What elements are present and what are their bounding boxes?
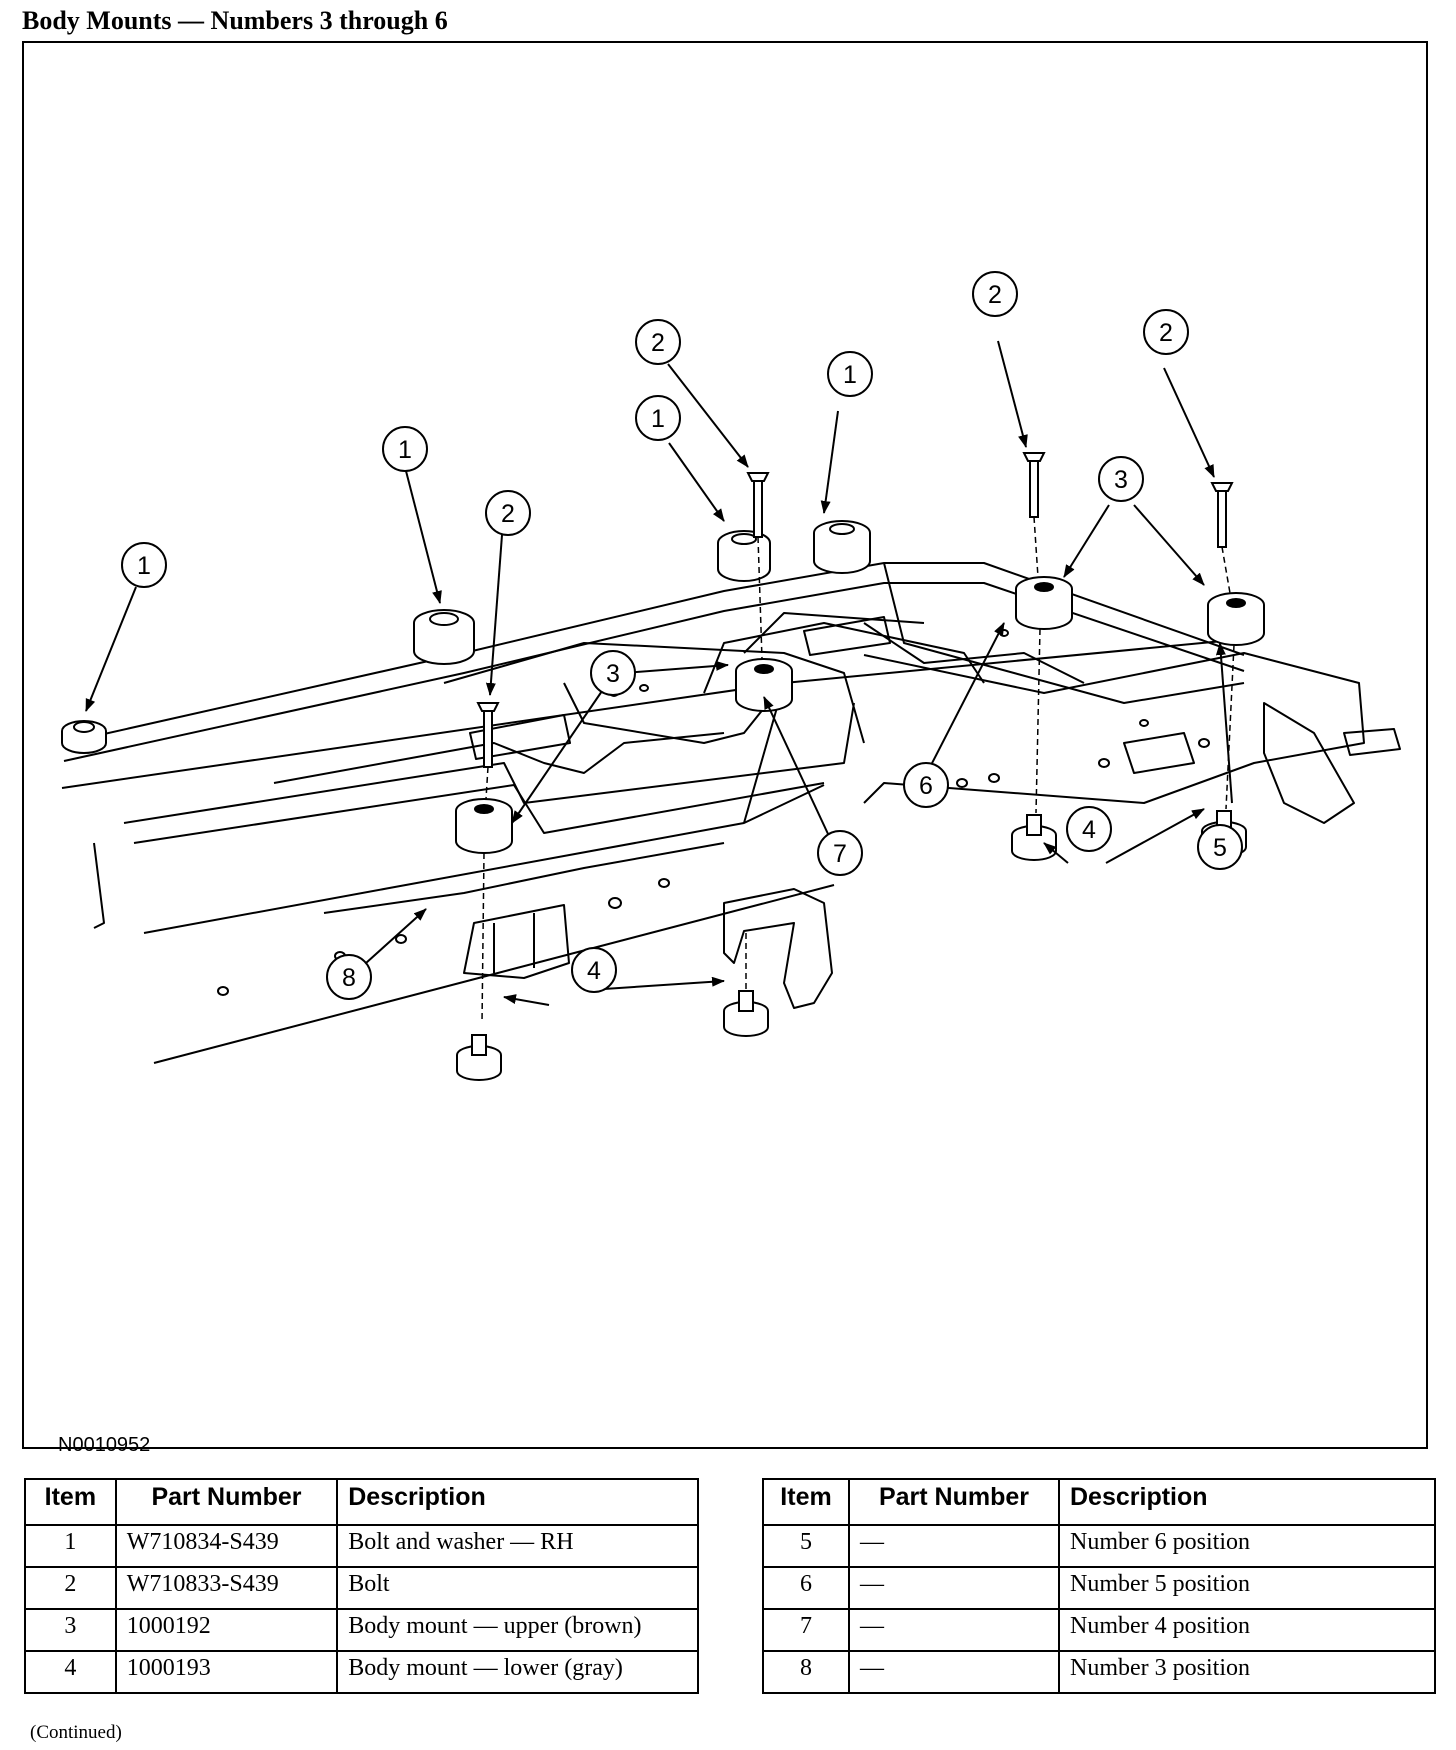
svg-text:4: 4 [1082, 816, 1096, 844]
callout-3: 3 [590, 650, 636, 696]
callout-1: 1 [382, 426, 428, 472]
callout-3: 3 [1098, 456, 1144, 502]
svg-text:2: 2 [651, 329, 665, 357]
cell-part-number: — [848, 1524, 1060, 1568]
leader-lines [85, 340, 1233, 1006]
cell-part-number: 1000193 [114, 1650, 339, 1694]
cell-item: 5 [762, 1524, 850, 1568]
cell-item: 8 [762, 1650, 850, 1694]
svg-text:1: 1 [398, 436, 412, 464]
callout-2: 2 [485, 490, 531, 536]
cell-part-number: W710833-S439 [114, 1566, 339, 1610]
header-description: Description [336, 1478, 699, 1526]
svg-text:3: 3 [1114, 466, 1128, 494]
parts-table-right: Item Part Number Description 5 — Number … [762, 1478, 1436, 1694]
cell-description: Number 3 position [1058, 1650, 1436, 1694]
bolt-c [1022, 452, 1046, 518]
mount-assembly-1c [717, 530, 771, 582]
chassis-frame [61, 562, 1401, 1064]
cell-description: Number 6 position [1058, 1524, 1436, 1568]
cell-item: 2 [24, 1566, 117, 1610]
lower-mount-b [723, 990, 769, 1037]
callout-4: 4 [1066, 806, 1112, 852]
callout-6: 6 [903, 762, 949, 808]
continued-note: (Continued) [30, 1722, 122, 1743]
cell-part-number: W710834-S439 [114, 1524, 339, 1568]
cell-item: 1 [24, 1524, 117, 1568]
cell-item: 7 [762, 1608, 850, 1652]
near-rail-top-edge [61, 638, 1245, 789]
svg-text:1: 1 [843, 361, 857, 389]
cell-description: Body mount — lower (gray) [336, 1650, 699, 1694]
lower-mount-c [1011, 814, 1057, 861]
table-header-row: Item Part Number Description [762, 1478, 1436, 1526]
callout-1: 1 [121, 542, 167, 588]
parts-table-left: Item Part Number Description 1 W710834-S… [24, 1478, 699, 1694]
cell-description: Body mount — upper (brown) [336, 1608, 699, 1652]
callout-2: 2 [972, 271, 1018, 317]
mount-assembly-1a [61, 720, 107, 754]
near-rail-bottom-edge [153, 884, 835, 1064]
svg-text:6: 6 [919, 772, 933, 800]
callout-2: 2 [1143, 309, 1189, 355]
callout-7: 7 [817, 830, 863, 876]
svg-text:1: 1 [137, 552, 151, 580]
svg-text:2: 2 [501, 500, 515, 528]
page-title: Body Mounts — Numbers 3 through 6 [22, 6, 448, 35]
header-item: Item [762, 1478, 850, 1526]
svg-text:5: 5 [1213, 834, 1227, 862]
figure-frame: 1 1 1 1 2 2 2 2 3 3 4 4 5 6 7 8 N0010952 [22, 41, 1428, 1456]
header-description: Description [1058, 1478, 1436, 1526]
svg-text:4: 4 [587, 957, 601, 985]
cell-item: 3 [24, 1608, 117, 1652]
bolt-b [746, 472, 770, 538]
cell-description: Bolt [336, 1566, 699, 1610]
callouts: 1 1 1 1 2 2 2 2 3 3 4 4 5 6 7 8 [121, 271, 1243, 1000]
svg-text:1: 1 [651, 405, 665, 433]
cell-description: Number 5 position [1058, 1566, 1436, 1610]
callout-2: 2 [635, 319, 681, 365]
upper-mount-c [1015, 576, 1073, 630]
table-row: 7 — Number 4 position [762, 1608, 1436, 1652]
callout-8: 8 [326, 954, 372, 1000]
frame-illustration: 1 1 1 1 2 2 2 2 3 3 4 4 5 6 7 8 [61, 271, 1401, 1081]
callout-5: 5 [1197, 824, 1243, 870]
cell-description: Bolt and washer — RH [336, 1524, 699, 1568]
upper-mount-a [455, 798, 513, 854]
header-part-number: Part Number [848, 1478, 1060, 1526]
upper-mount-d [1207, 592, 1265, 646]
table-row: 2 W710833-S439 Bolt [24, 1566, 699, 1610]
svg-text:7: 7 [833, 840, 847, 868]
callout-1: 1 [635, 395, 681, 441]
table-row: 4 1000193 Body mount — lower (gray) [24, 1650, 699, 1694]
svg-text:2: 2 [1159, 319, 1173, 347]
cell-item: 4 [24, 1650, 117, 1694]
table-row: 8 — Number 3 position [762, 1650, 1436, 1694]
cell-description: Number 4 position [1058, 1608, 1436, 1652]
upper-mount-b [735, 658, 793, 712]
callout-1: 1 [827, 351, 873, 397]
cell-part-number: — [848, 1566, 1060, 1610]
cell-part-number: 1000192 [114, 1608, 339, 1652]
cell-part-number: — [848, 1650, 1060, 1694]
table-header-row: Item Part Number Description [24, 1478, 699, 1526]
svg-text:8: 8 [342, 964, 356, 992]
table-row: 1 W710834-S439 Bolt and washer — RH [24, 1524, 699, 1568]
svg-text:2: 2 [988, 281, 1002, 309]
cell-item: 6 [762, 1566, 850, 1610]
mount-assembly-1b [413, 609, 475, 665]
alignment-lines [481, 516, 1235, 1024]
svg-text:3: 3 [606, 660, 620, 688]
mount-assembly-1d [813, 520, 871, 574]
cell-part-number: — [848, 1608, 1060, 1652]
bolt-d [1210, 482, 1234, 548]
table-row: 6 — Number 5 position [762, 1566, 1436, 1610]
lower-mount-a [456, 1034, 502, 1081]
callout-4: 4 [571, 947, 617, 993]
header-part-number: Part Number [114, 1478, 339, 1526]
header-item: Item [24, 1478, 117, 1526]
table-row: 5 — Number 6 position [762, 1524, 1436, 1568]
table-row: 3 1000192 Body mount — upper (brown) [24, 1608, 699, 1652]
figure-id: N0010952 [58, 1434, 151, 1456]
